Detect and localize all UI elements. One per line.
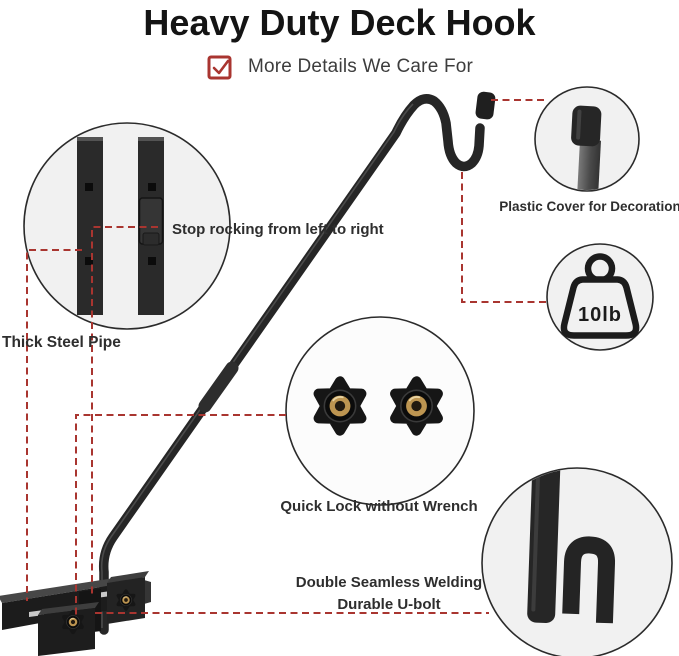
rail-end-face [144,580,151,604]
label-plastic-cover: Plastic Cover for Decoration [499,199,679,214]
pipe-hole [85,257,93,265]
latch-clip [142,232,160,246]
pole-joint-sleeve [198,361,239,413]
callout-circle-plastic-cover [534,86,640,193]
callout-circle-u-bolt [481,467,673,656]
callout-circle-steel-pipes [23,122,231,330]
callout-circle [285,316,475,506]
pipe-hole [148,183,156,191]
connector-thick-steel-pipe [26,249,82,601]
label-quick-lock: Quick Lock without Wrench [280,498,478,515]
hook-tip-cap [475,91,496,120]
weight-capacity-label: 10lb [578,304,622,326]
pipe-bevel [138,137,164,141]
star-knob-icon [395,381,438,430]
pipe-hole [148,257,156,265]
subtitle: More Details We Care For [0,52,679,82]
front-block-top [38,602,99,615]
connector-quick-lock [75,414,286,617]
main-pole [98,91,496,635]
label-thick-steel-pipe: Thick Steel Pipe [2,334,121,351]
plastic-cap-icon [571,105,602,147]
pipe-hole [85,183,93,191]
callout-connectors [26,99,547,617]
connector-stop-rocking [91,226,158,594]
callout-circle-quick-lock [285,316,475,506]
pole-highlight [100,103,414,628]
u-bolt-icon [562,536,616,624]
star-knob-icon [319,381,362,430]
subtitle-text: More Details We Care For [247,56,474,77]
pole-end [577,139,601,193]
star-knob-icon [116,589,136,611]
pole-highlight [531,469,541,612]
rear-block-top [107,571,149,583]
callout-circle-weight: 10lb [546,243,654,351]
pole-path [98,94,485,635]
pipe-bevel [77,137,103,141]
connector-weight [461,172,547,303]
callout-circle [23,122,231,330]
page-title: Heavy Duty Deck Hook [143,2,536,43]
label-stop-rocking: Stop rocking from left to right [172,221,384,238]
rail-top-face [0,574,144,603]
label-u-bolt-line1: Double Seamless Welding [295,574,483,591]
weight-10lb-icon [560,276,640,339]
label-u-bolt-line2: Durable U-bolt [337,596,441,613]
cap-highlight [576,109,582,140]
red-checkbox-icon [207,55,232,80]
star-knob-icon [64,612,82,632]
